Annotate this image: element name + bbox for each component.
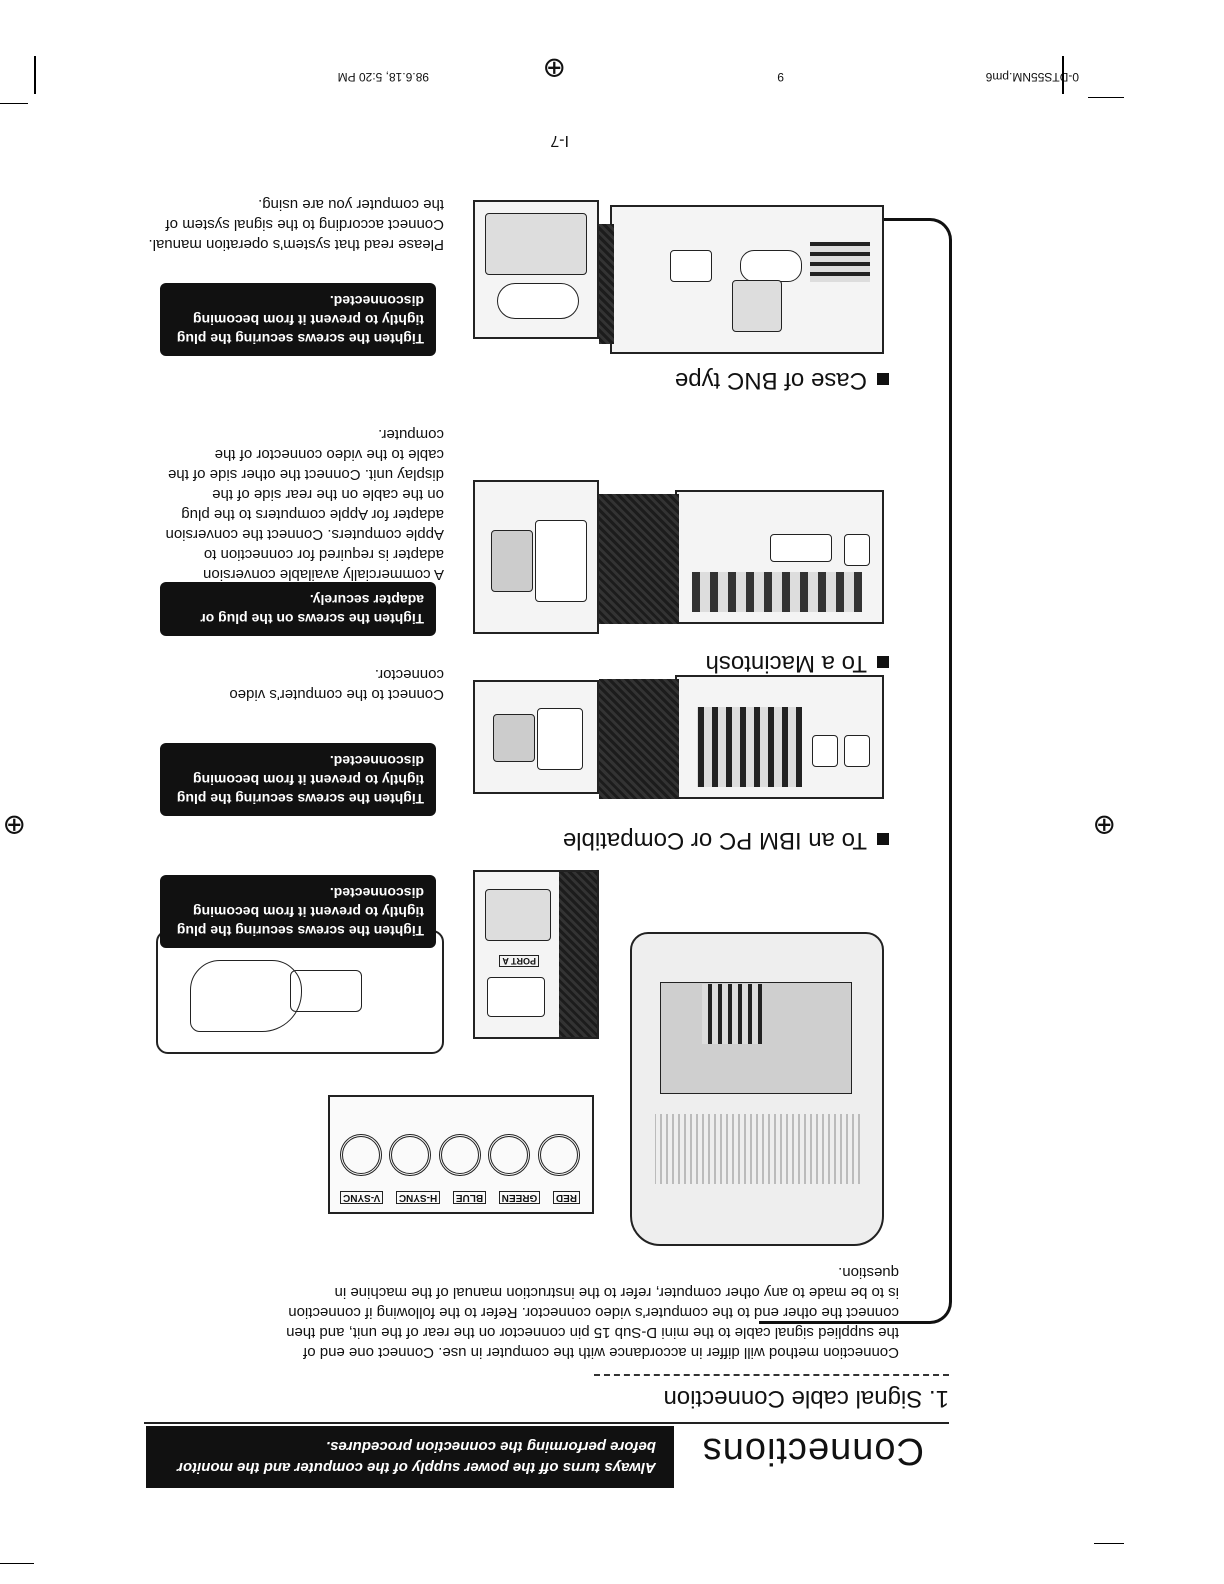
dsub-plug-icon <box>485 889 551 941</box>
bnc-labels: RED GREEN BLUE H-SYNC V-SYNC <box>340 1191 580 1204</box>
crop-mark <box>0 103 28 104</box>
power-socket-icon <box>844 534 870 566</box>
macintosh-rear-figure <box>675 490 884 624</box>
mac-callout: Tighten the screws on the plug or adapte… <box>160 582 436 636</box>
bnc-jacks <box>340 1134 580 1176</box>
header-page: 9 <box>777 70 784 84</box>
mac-heading: To a Macintosh <box>706 649 889 677</box>
bnc-jack-icon <box>340 1134 382 1176</box>
bnc-heading: Case of BNC type <box>675 366 889 394</box>
mini-dsub-port-icon <box>487 977 545 1017</box>
bnc-adapter-zoom-figure <box>473 200 599 339</box>
mac-ports-panel <box>692 572 862 612</box>
header-file: 0-DTS55NM.pm6 <box>985 70 1079 84</box>
oval-port-icon <box>497 283 579 319</box>
signal-heading: 1. Signal cable Connection <box>663 1385 949 1412</box>
header-timestamp: 98.6.18, 5:20 PM <box>337 70 429 84</box>
bnc-jack-icon <box>488 1134 531 1176</box>
mac-adapter-zoom-figure <box>473 480 599 634</box>
bnc-callout: Tighten the screws securing the plug tig… <box>160 283 436 356</box>
bnc-connector-strip: RED GREEN BLUE H-SYNC V-SYNC <box>328 1095 594 1214</box>
ibm-pc-rear-figure <box>675 675 884 799</box>
hand-tightening-figure <box>156 930 444 1054</box>
conversion-adapter-icon <box>535 520 587 602</box>
bnc-zoom-beam <box>599 224 614 344</box>
crop-mark <box>34 56 36 94</box>
bnc-cable-bundle <box>702 984 762 1044</box>
bnc-label-green: GREEN <box>498 1191 541 1204</box>
dsub-plug-icon <box>491 530 533 592</box>
power-socket-icon <box>812 735 838 767</box>
hand-icon <box>190 960 302 1032</box>
registration-mark-icon: ⊕ <box>1092 810 1116 841</box>
bnc-computer-rear-figure <box>610 205 884 354</box>
bnc-label-red: RED <box>552 1191 580 1204</box>
bnc-adapter-icon <box>732 280 782 332</box>
expansion-slots <box>697 707 802 787</box>
heading-dashed-rule <box>594 1374 949 1376</box>
bnc-jack-icon <box>439 1134 481 1176</box>
bnc-slots <box>810 242 870 282</box>
crop-mark <box>1062 56 1064 94</box>
adapter-block-icon <box>485 213 587 275</box>
crop-mark <box>1094 1543 1124 1544</box>
ibm-callout: Tighten the screws securing the plug tig… <box>160 743 436 816</box>
vga-port-icon <box>537 708 583 770</box>
crop-mark <box>0 1563 34 1564</box>
square-bullet-icon <box>877 656 889 669</box>
ibm-zoom-beam <box>599 679 679 799</box>
registration-mark-icon: ⊕ <box>2 810 26 841</box>
mac-text: A commercially available conversion adap… <box>165 426 445 583</box>
bnc-label-blue: BLUE <box>452 1191 487 1204</box>
ibm-port-zoom-figure <box>473 680 599 794</box>
monitor-port-zoom-figure: PORT A <box>473 870 599 1039</box>
ibm-heading: To an IBM PC or Compatible <box>563 826 889 854</box>
section-divider <box>144 1422 949 1424</box>
dsub-plug-icon <box>493 714 535 762</box>
power-socket-icon <box>844 735 870 767</box>
registration-mark-icon: ⊕ <box>542 53 566 84</box>
bnc-label-hsync: H-SYNC <box>395 1191 441 1204</box>
square-bullet-icon <box>877 833 889 846</box>
mac-zoom-beam <box>599 494 679 624</box>
power-socket-icon <box>670 250 712 282</box>
video-port-icon <box>770 534 832 562</box>
square-bullet-icon <box>877 373 889 386</box>
bnc-text: Please read that system's operation manu… <box>148 196 444 253</box>
crop-mark <box>1088 97 1124 98</box>
port-a-label: PORT A <box>499 955 539 967</box>
bnc-jack-icon <box>538 1134 580 1176</box>
bnc-label-vsync: V-SYNC <box>340 1191 384 1204</box>
bnc-jack-icon <box>389 1134 432 1176</box>
page-number: I-7 <box>550 132 569 149</box>
section-title: Connections <box>701 1430 924 1472</box>
tighten-screws-callout: Tighten the screws securing the plug tig… <box>160 875 436 948</box>
ibm-text: Connect to the computer's video connecto… <box>229 666 444 703</box>
bnc-port-icon <box>740 250 802 282</box>
warning-box: Always turns off the power supply of the… <box>146 1426 674 1488</box>
